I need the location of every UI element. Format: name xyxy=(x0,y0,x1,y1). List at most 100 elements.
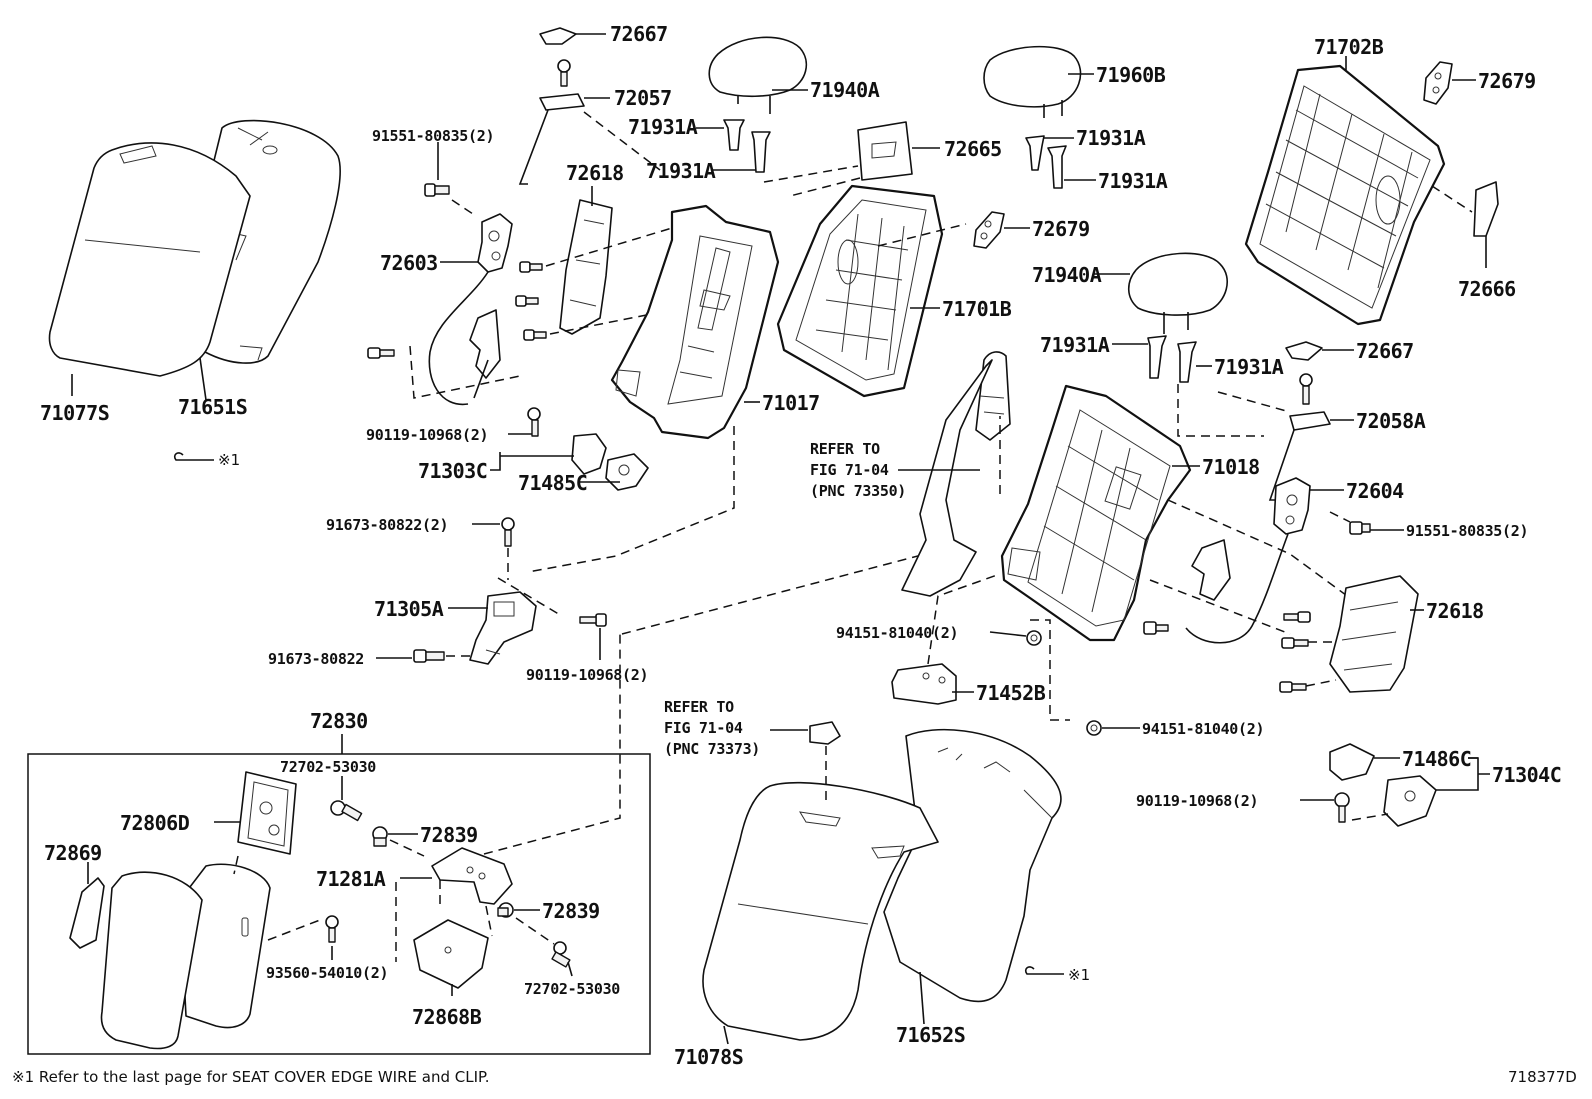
label-93560: 93560-54010(2) xyxy=(266,964,388,982)
trim-72666 xyxy=(1473,181,1499,237)
label-72058a: 72058A xyxy=(1356,409,1426,433)
seatback-lock-72603 xyxy=(428,213,513,406)
guide-71931a-e xyxy=(1147,335,1167,379)
label-72702-b: 72702-53030 xyxy=(524,980,620,998)
label-71940a-left: 71940A xyxy=(810,78,880,102)
label-71652s: 71652S xyxy=(896,1023,965,1047)
mark-right: ※1 xyxy=(1068,966,1090,984)
bolt-90119-hinge xyxy=(579,613,607,627)
label-91673-b: 91673-80822 xyxy=(268,650,364,668)
guide-71931a-f xyxy=(1177,341,1197,383)
label-71305a: 71305A xyxy=(374,597,444,621)
bolt-72618-d xyxy=(1283,611,1311,623)
hinge-71305a xyxy=(469,591,537,665)
refer-2-line3: (PNC 73373) xyxy=(664,740,760,758)
bolt-91673-a xyxy=(501,517,515,547)
frame-cover-71701b xyxy=(776,184,944,398)
guide-71931a-d xyxy=(1047,145,1067,189)
cover-71303c xyxy=(571,433,607,475)
footnote: ※1 Refer to the last page for SEAT COVER… xyxy=(12,1068,489,1086)
cover-71486c xyxy=(1329,743,1375,781)
label-90119-b: 90119-10968(2) xyxy=(526,666,648,684)
refer-1-line2: FIG 71-04 xyxy=(810,461,889,479)
seatback-frame-71018 xyxy=(1000,384,1192,642)
striker-72058a xyxy=(1268,411,1331,501)
cup-holder-72806d xyxy=(237,771,297,855)
label-72839-a: 72839 xyxy=(420,823,478,847)
clip-73373 xyxy=(809,721,841,745)
headrest-71960b xyxy=(983,45,1082,118)
clip-mark-right xyxy=(1024,966,1064,975)
label-72702-a: 72702-53030 xyxy=(280,758,376,776)
bracket-72618-right xyxy=(1329,575,1419,693)
refer-2-line1: REFER TO xyxy=(664,698,734,716)
striker-72057 xyxy=(518,93,585,185)
armrest-body xyxy=(100,863,271,1050)
label-72618-right: 72618 xyxy=(1426,599,1484,623)
bolt-lock-right xyxy=(1143,621,1169,635)
clip-72667-top xyxy=(539,27,577,45)
bolt-72618-a xyxy=(519,261,543,273)
seatback-cover-71078s xyxy=(702,781,939,1041)
seatback-rear-cover-71652s xyxy=(883,728,1062,1003)
label-71651s: 71651S xyxy=(178,395,247,419)
label-71078s: 71078S xyxy=(674,1045,743,1069)
label-72618-left: 72618 xyxy=(566,161,624,185)
guide-71931a-b xyxy=(751,131,771,173)
seatback-lock-72604 xyxy=(1185,477,1311,644)
hinge-bracket-71281a xyxy=(431,847,513,905)
label-71931a-5: 71931A xyxy=(1040,333,1110,357)
bolt-91673-b xyxy=(413,649,445,663)
clip-72667-right xyxy=(1285,341,1323,361)
bolt-72702-a xyxy=(330,800,363,822)
bracket-71452b xyxy=(891,663,957,705)
label-91551-left: 91551-80835(2) xyxy=(372,127,494,145)
label-71931a-2: 71931A xyxy=(646,159,716,183)
label-71931a-3: 71931A xyxy=(1076,126,1146,150)
mark-left: ※1 xyxy=(218,451,240,469)
headrest-71940a-left xyxy=(708,36,808,114)
label-71931a-1: 71931A xyxy=(628,115,698,139)
label-91673-a: 91673-80822(2) xyxy=(326,516,448,534)
bolt-91551-left xyxy=(424,183,450,197)
label-72806d: 72806D xyxy=(120,811,190,835)
label-72667-top: 72667 xyxy=(610,22,668,46)
label-90119-a: 90119-10968(2) xyxy=(366,426,488,444)
seatback-frame-71017 xyxy=(610,204,780,440)
guide-71931a-a xyxy=(723,119,745,151)
label-71931a-4: 71931A xyxy=(1098,169,1168,193)
label-72666: 72666 xyxy=(1458,277,1516,301)
bolt-72702-b xyxy=(551,941,571,968)
label-72603: 72603 xyxy=(380,251,438,275)
bolt-72618-e xyxy=(1281,637,1309,649)
bolt-91551-right xyxy=(1349,521,1371,535)
label-72667-right: 72667 xyxy=(1356,339,1414,363)
buckle-cover-72679-mid xyxy=(973,211,1005,249)
refer-2-line2: FIG 71-04 xyxy=(664,719,743,737)
label-71701b: 71701B xyxy=(942,297,1012,321)
cover-71485c xyxy=(605,453,649,491)
label-71077s: 71077S xyxy=(40,401,109,425)
label-71303c: 71303C xyxy=(418,459,487,483)
bracket-72868b xyxy=(413,919,489,996)
bolt-lower-left xyxy=(367,347,395,359)
bolt-72618-c xyxy=(523,329,547,341)
screw-93560 xyxy=(325,915,339,943)
bolt-72618-f xyxy=(1279,681,1307,693)
armrest-assembly-box-72830 xyxy=(27,753,651,1055)
label-71281a: 71281A xyxy=(316,867,386,891)
label-71018: 71018 xyxy=(1202,455,1260,479)
guide-71931a-c xyxy=(1025,135,1045,171)
nut-94151-a xyxy=(1026,630,1042,646)
label-72679-mid: 72679 xyxy=(1032,217,1090,241)
label-71960b: 71960B xyxy=(1096,63,1166,87)
label-71452b: 71452B xyxy=(976,681,1046,705)
screw-72057 xyxy=(557,59,571,87)
cover-71304c xyxy=(1383,775,1437,827)
label-72868b: 72868B xyxy=(412,1005,482,1029)
screw-90119-left xyxy=(527,407,541,437)
label-72839-b: 72839 xyxy=(542,899,600,923)
bolt-72618-b xyxy=(515,295,539,307)
nut-94151-b xyxy=(1086,720,1102,736)
